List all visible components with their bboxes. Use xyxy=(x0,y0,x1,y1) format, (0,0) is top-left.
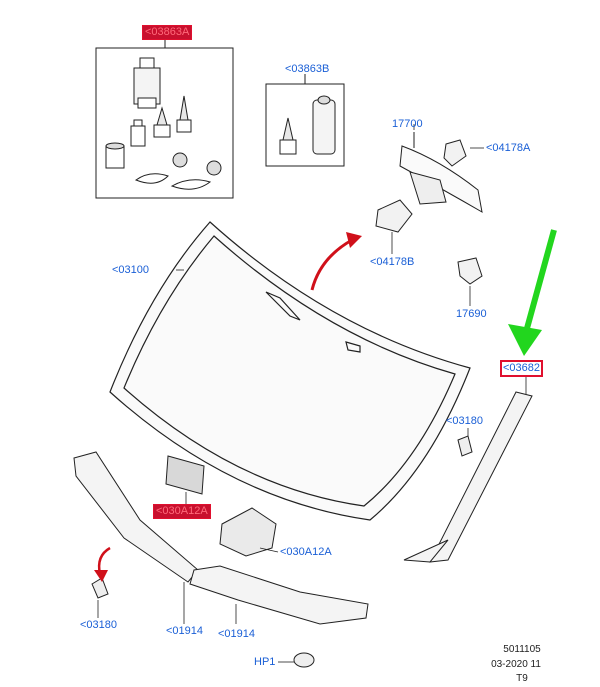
label-hp1[interactable]: HP1 xyxy=(254,656,276,668)
label-030a12a-right[interactable]: <030A12A xyxy=(280,546,332,558)
label-17700[interactable]: 17700 xyxy=(392,118,423,130)
label-030a12a-left[interactable]: <030A12A xyxy=(153,504,211,519)
label-kit-b[interactable]: <03863B xyxy=(285,63,330,75)
mirror-bracket-a xyxy=(443,139,467,167)
label-kit-a[interactable]: <03863A xyxy=(141,25,193,40)
footer-rev: T9 xyxy=(516,673,528,684)
label-01914-left[interactable]: <01914 xyxy=(166,625,204,637)
clip-03180-right xyxy=(457,435,473,457)
label-03180-right[interactable]: <03180 xyxy=(446,415,484,427)
kit-a-box xyxy=(95,38,234,199)
red-arrow-cowl xyxy=(94,546,111,582)
label-03100[interactable]: <03100 xyxy=(112,264,150,276)
green-arrow xyxy=(508,229,557,356)
label-04178b[interactable]: <04178B xyxy=(370,256,415,268)
kit-b-box xyxy=(265,74,345,167)
rain-sensor-clip xyxy=(457,257,483,285)
clip-03180-left xyxy=(91,577,109,599)
bracket-030a12a xyxy=(219,507,277,557)
cowl-panel-right xyxy=(189,565,369,625)
footer-date: 03-2020 11 xyxy=(491,659,541,670)
mirror-bracket-b xyxy=(375,199,413,233)
label-17690[interactable]: 17690 xyxy=(456,308,487,320)
hp1-plug xyxy=(293,652,315,668)
label-03180-left[interactable]: <03180 xyxy=(80,619,118,631)
label-03682[interactable]: <03682 xyxy=(499,360,544,377)
red-arrow-windshield xyxy=(310,232,362,291)
rear-view-mirror xyxy=(399,132,483,213)
footer-code: 5011105 xyxy=(503,644,541,655)
a-pillar-trim xyxy=(403,391,533,563)
label-04178a[interactable]: <04178A xyxy=(486,142,531,154)
windshield xyxy=(109,221,471,521)
sensor-pad xyxy=(165,455,205,495)
leader-lines xyxy=(97,124,527,663)
label-01914-right[interactable]: <01914 xyxy=(218,628,256,640)
